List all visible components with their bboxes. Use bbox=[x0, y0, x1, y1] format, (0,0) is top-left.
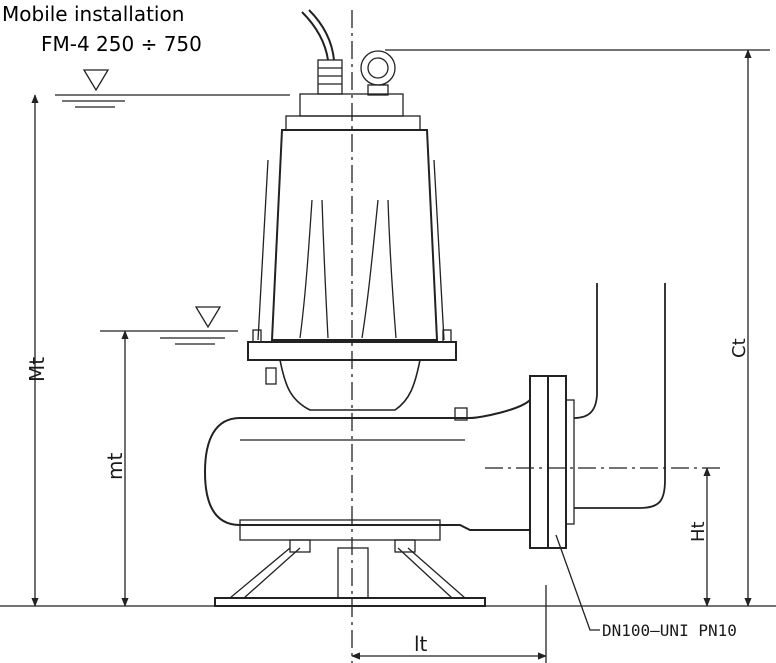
diagram-title-line-2: FM-4 250 ÷ 750 bbox=[41, 32, 202, 56]
diagram-title-line-1: Mobile installation bbox=[2, 2, 185, 26]
pump-stand bbox=[214, 547, 486, 607]
power-cable bbox=[301, 11, 329, 61]
motor-top-cap bbox=[285, 93, 421, 131]
dimension-label-ct: Ct bbox=[729, 338, 750, 358]
max-water-level-symbol bbox=[55, 69, 290, 108]
volute-casing bbox=[203, 397, 531, 531]
dimension-label-lt: lt bbox=[414, 632, 428, 656]
discharge-pipe bbox=[573, 283, 666, 509]
motor-flange bbox=[247, 329, 457, 361]
min-water-level-symbol bbox=[100, 306, 238, 345]
discharge-flange bbox=[529, 375, 575, 549]
neck-bolt bbox=[265, 367, 277, 385]
lifting-eye bbox=[360, 50, 396, 96]
flange-label-leader bbox=[555, 534, 600, 631]
motor-housing bbox=[257, 129, 445, 341]
dimension-label-mt-upper: Mt bbox=[25, 357, 49, 382]
pump-neck bbox=[279, 359, 421, 411]
dimension-label-mt-lower: mt bbox=[103, 453, 127, 480]
dimension-label-ht: Ht bbox=[688, 521, 709, 542]
flange-spec-label: DN100—UNI PN10 bbox=[602, 621, 737, 640]
cable-gland bbox=[317, 59, 343, 95]
lower-hub bbox=[239, 519, 441, 553]
